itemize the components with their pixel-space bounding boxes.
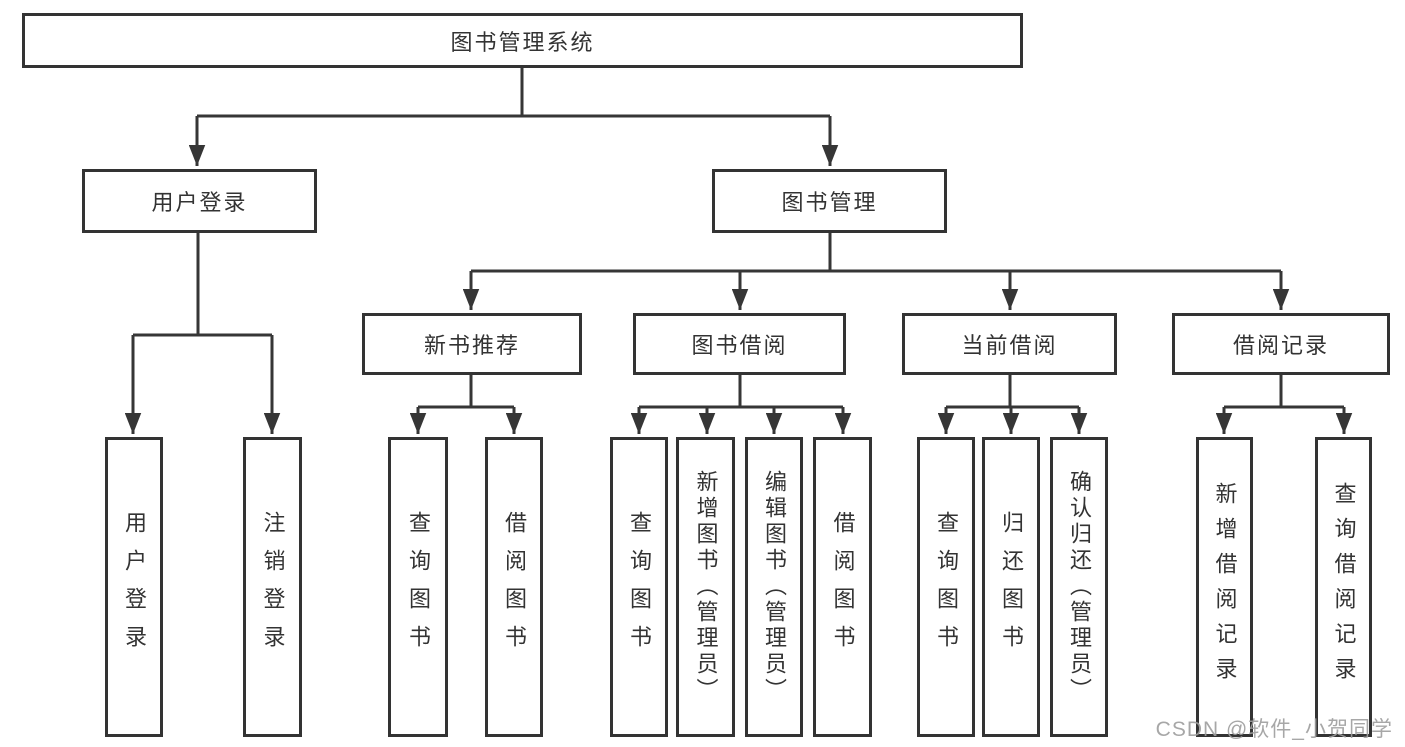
leaf-query-books-2: 查询图书 bbox=[610, 437, 668, 737]
node-current-borrow: 当前借阅 bbox=[902, 313, 1117, 375]
node-borrow-records: 借阅记录 bbox=[1172, 313, 1390, 375]
leaf-user-login: 用户登录 bbox=[105, 437, 163, 737]
node-book-borrow: 图书借阅 bbox=[633, 313, 846, 375]
node-root-system: 图书管理系统 bbox=[22, 13, 1023, 68]
leaf-add-books-admin: 新增图书（管理员） bbox=[676, 437, 735, 737]
leaf-borrow-books-2: 借阅图书 bbox=[813, 437, 872, 737]
leaf-query-borrow-record: 查询借阅记录 bbox=[1315, 437, 1372, 737]
leaf-add-borrow-record: 新增借阅记录 bbox=[1196, 437, 1253, 737]
csdn-watermark: CSDN @软件_小贺同学 bbox=[1155, 718, 1393, 741]
leaf-edit-books-admin: 编辑图书（管理员） bbox=[745, 437, 803, 737]
leaf-confirm-return-admin: 确认归还（管理员） bbox=[1050, 437, 1108, 737]
node-user-login: 用户登录 bbox=[82, 169, 317, 233]
leaf-borrow-books-1: 借阅图书 bbox=[485, 437, 543, 737]
leaf-logout: 注销登录 bbox=[243, 437, 302, 737]
node-new-book-recommend: 新书推荐 bbox=[362, 313, 582, 375]
leaf-query-books-1: 查询图书 bbox=[388, 437, 448, 737]
leaf-return-books: 归还图书 bbox=[982, 437, 1040, 737]
leaf-query-books-3: 查询图书 bbox=[917, 437, 975, 737]
node-book-management: 图书管理 bbox=[712, 169, 947, 233]
